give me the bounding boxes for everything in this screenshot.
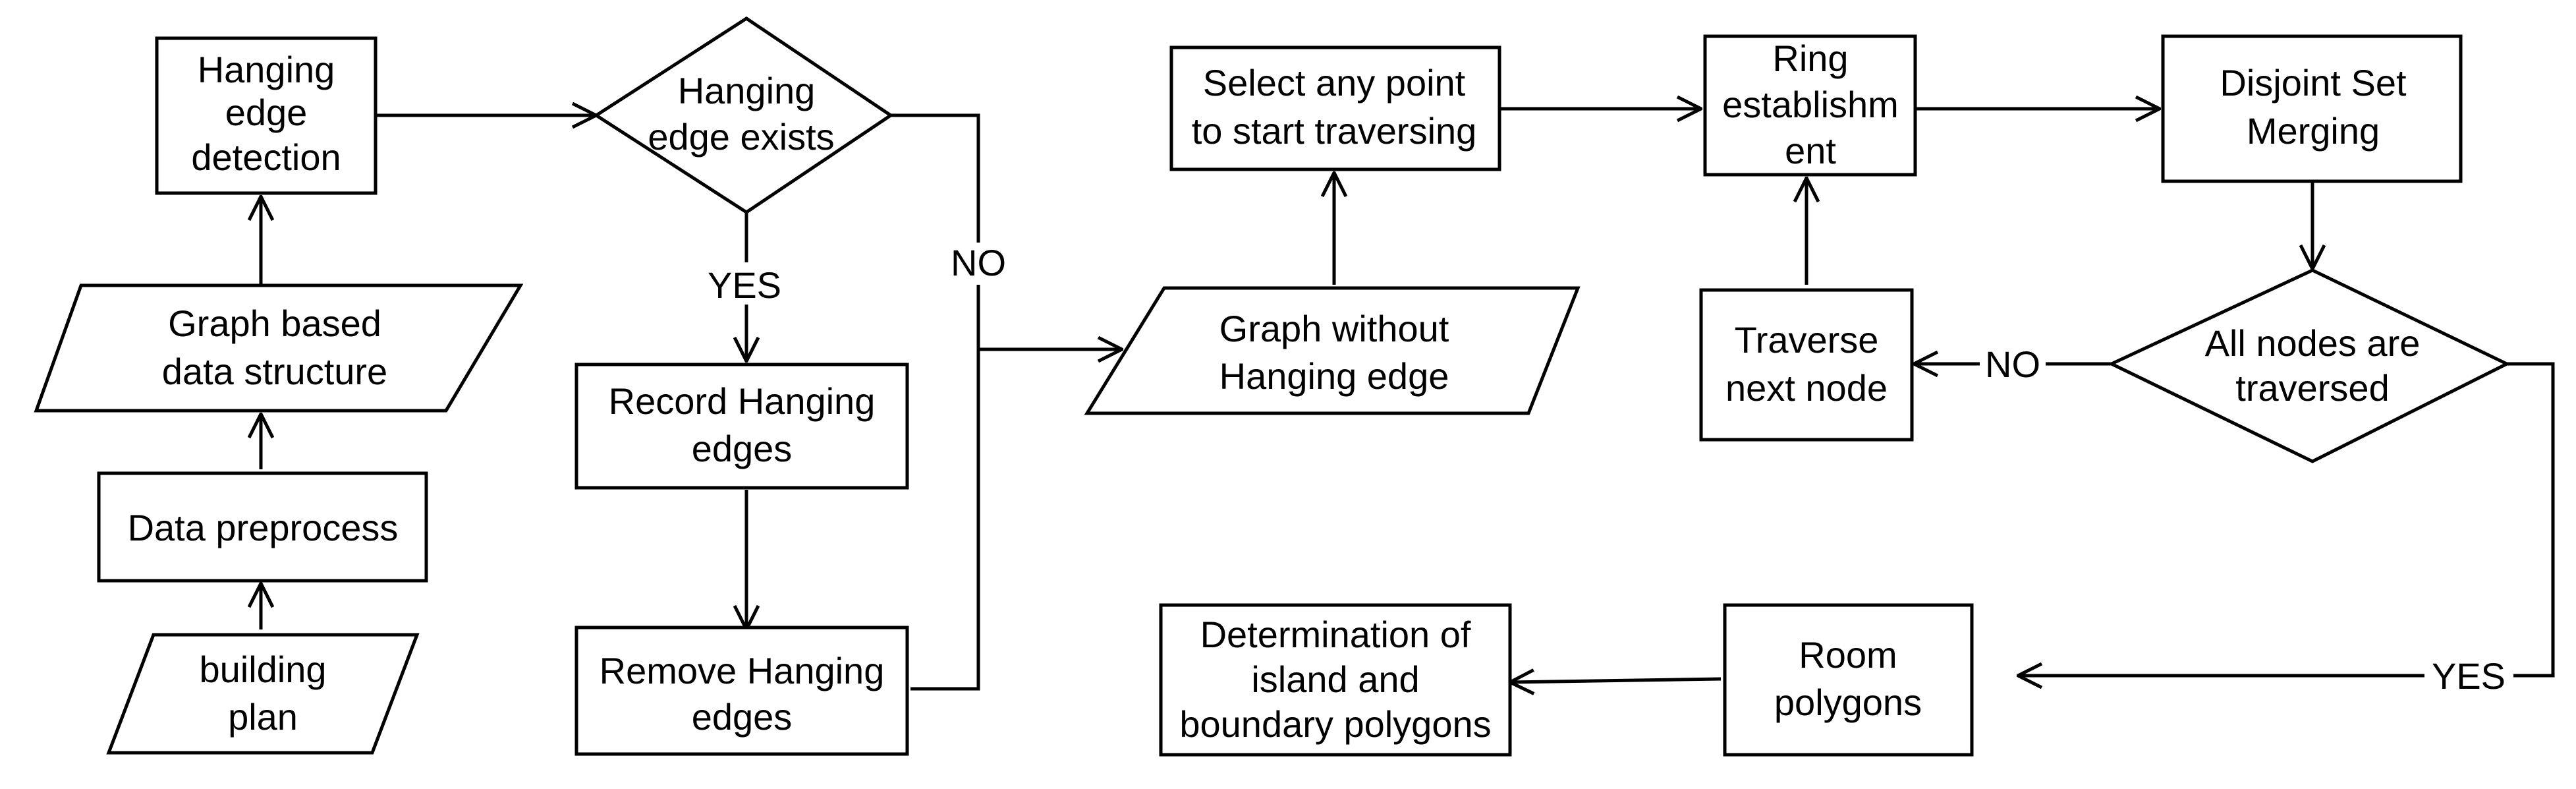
building-plan-parallelogram: [106, 633, 420, 755]
data-preprocess-label: Data preprocess: [128, 507, 399, 548]
arrow-check-yes-to-room: [2018, 362, 2555, 676]
room-polygons-box: [1723, 603, 1974, 757]
traversed-no-backing: [1980, 343, 2046, 385]
graph-structure-parallelogram: [34, 283, 524, 413]
yes-label-backing: [702, 262, 791, 305]
hanging-yes-label: YES: [708, 264, 781, 306]
remove-hanging-box: [574, 626, 909, 756]
no-label-backing: [945, 243, 1011, 285]
hanging-detection-box: [155, 36, 378, 195]
all-traversed-decision: [2108, 268, 2511, 463]
traversed-no-label: NO: [1985, 343, 2040, 385]
arrow-room-to-determination: [1510, 679, 1722, 682]
hanging-no-label: NO: [951, 242, 1006, 283]
traversed-yes-backing: [2424, 656, 2513, 698]
hanging-exists-decision: [593, 16, 894, 214]
traversed-yes-label: YES: [2432, 655, 2506, 697]
record-hanging-box: [574, 363, 909, 490]
select-start-box: [1169, 45, 1501, 171]
disjoint-merging-box: [2161, 34, 2463, 183]
data-preprocess-box: [97, 471, 428, 583]
connector-decision-no: [891, 113, 980, 691]
determination-box: [1159, 603, 1512, 757]
ring-establishment-box: [1703, 34, 1917, 177]
traverse-next-box: [1699, 288, 1914, 442]
graph-without-parallelogram: [1084, 286, 1581, 415]
